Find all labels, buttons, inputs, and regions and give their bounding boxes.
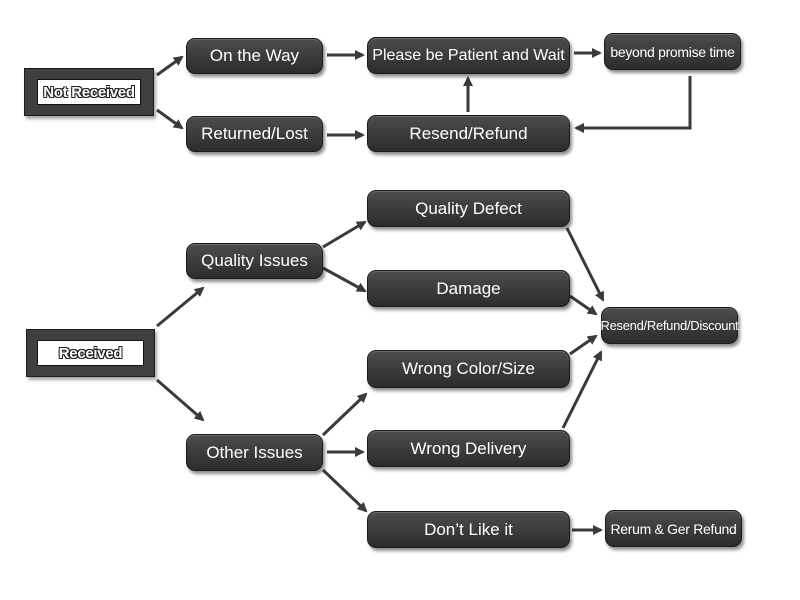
return-get-refund-node: Rerum & Ger Refund [605,510,742,547]
arrow-other-to-dontlike [321,468,368,513]
arrow-quality-to-defect [322,220,367,249]
wrong-delivery-node: Wrong Delivery [367,430,570,467]
please-wait-node: Please be Patient and Wait [367,37,570,74]
arrow-received-to-quality [156,286,205,328]
arrow-received-to-other [156,378,205,422]
arrow-notreceived-to-returned [156,108,184,130]
received-label: Received [37,340,144,366]
dont-like-it-node: Don’t Like it [367,511,570,548]
received-root: Received [26,329,155,377]
resend-refund-node: Resend/Refund [367,115,570,152]
arrow-wrongdelivery-to-rrd [561,350,603,429]
wrong-color-size-node: Wrong Color/Size [367,350,570,388]
quality-defect-node: Quality Defect [367,190,570,227]
arrow-quality-to-damage [322,266,367,293]
damage-node: Damage [367,270,570,307]
arrow-wrongcolor-to-rrd [569,334,598,356]
resend-refund-discount-node: Resend/Refund/Discount [601,307,739,344]
arrow-other-to-wrongcolor [321,392,368,437]
arrow-notreceived-to-ontheway [156,55,184,77]
beyond-promise-node: beyond promise time [604,33,741,70]
arrow-damage-to-rrd [569,294,598,316]
quality-issues-node: Quality Issues [186,243,323,279]
arrow-defect-to-rrd [565,227,605,302]
other-issues-node: Other Issues [186,434,323,471]
returned-lost-node: Returned/Lost [186,116,323,152]
arrow-beyond-to-resend [574,76,692,133]
on-the-way-node: On the Way [186,38,323,74]
not-received-label: Not Received [37,79,141,105]
not-received-root: Not Received [24,68,154,116]
